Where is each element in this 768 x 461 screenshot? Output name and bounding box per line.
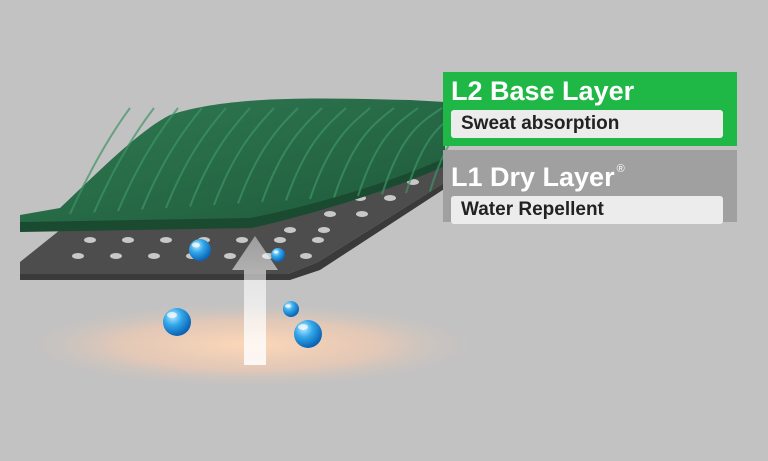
perforation-hole (356, 211, 368, 217)
dry-layer-function: Water Repellent (451, 196, 723, 224)
dry-layer-title-row: L1 Dry Layer® (451, 153, 729, 193)
perforation-hole (300, 253, 312, 259)
perforation-hole (274, 237, 286, 243)
fabric-ridge (333, 107, 395, 198)
fabric-ridge (189, 107, 251, 207)
fabric-ridge (165, 107, 227, 209)
perforation-hole (122, 237, 134, 243)
registered-mark: ® (616, 163, 625, 175)
perforation-hole (148, 253, 160, 259)
perforation-hole (384, 195, 396, 201)
perforation-hole (224, 253, 236, 259)
fabric-ridge (141, 107, 203, 210)
fabric-ridge (261, 107, 323, 203)
perforation-hole (236, 237, 248, 243)
dry-layer-title: L1 Dry Layer (451, 162, 615, 192)
fabric-ridge (381, 107, 443, 195)
fabric-ridge (213, 107, 275, 206)
water-droplet-icon (189, 239, 211, 261)
perforation-hole (324, 211, 336, 217)
fabric-ridge (309, 107, 371, 200)
water-droplet-icon (283, 301, 299, 317)
fabric-ridge (357, 107, 419, 197)
base-layer-sheet (20, 98, 491, 232)
fabric-ridge (93, 107, 155, 213)
fabric-ridge (237, 107, 299, 204)
water-droplet-icon (163, 308, 191, 336)
perforation-hole (72, 253, 84, 259)
perforation-hole (284, 227, 296, 233)
fabric-ridge (117, 107, 179, 212)
dry-layer-panel: L1 Dry Layer® Water Repellent (443, 150, 737, 224)
water-droplet-icon (294, 320, 322, 348)
base-layer-function: Sweat absorption (451, 110, 723, 138)
upward-arrow-icon (232, 236, 278, 365)
perforation-hole (110, 253, 122, 259)
fabric-ridge (69, 107, 131, 215)
fabric-ridge (285, 107, 347, 201)
perforation-hole (160, 237, 172, 243)
perforation-hole (84, 237, 96, 243)
base-layer-panel: L2 Base Layer Sweat absorption (443, 72, 737, 146)
perforation-hole (312, 237, 324, 243)
base-layer-title: L2 Base Layer (451, 76, 635, 106)
water-droplet-icon (271, 248, 285, 262)
perforation-hole (318, 227, 330, 233)
water-droplets (163, 239, 322, 348)
